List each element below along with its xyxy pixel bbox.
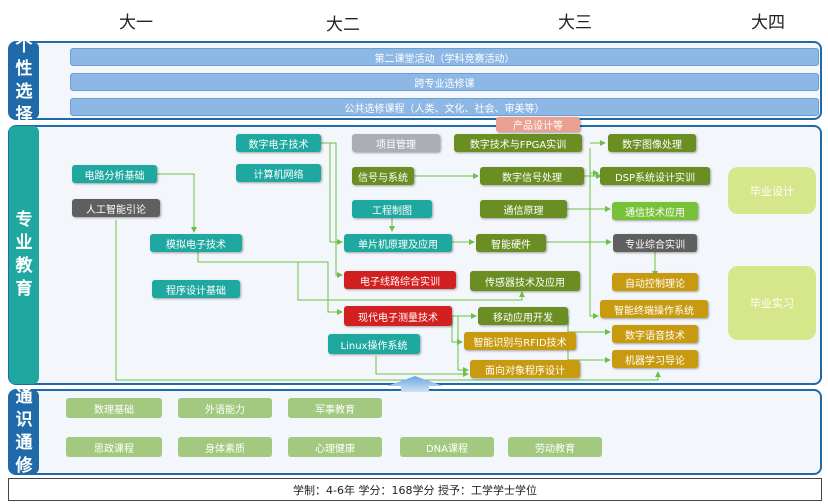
general-course-foreign-language: 外语能力: [178, 398, 272, 418]
personal-section-label: 个性选择: [9, 36, 39, 125]
course-analog-electronics: 模拟电子技术: [150, 234, 242, 252]
general-course-math: 数理基础: [66, 398, 162, 418]
course-automatic-control: 自动控制理论: [612, 273, 698, 291]
course-smart-hardware: 智能硬件: [476, 234, 546, 252]
course-dsp: 数字信号处理: [480, 167, 584, 185]
course-project-management: 项目管理: [352, 134, 440, 152]
course-modern-measurement: 现代电子测量技术: [344, 306, 452, 326]
general-section-label: 通识通修: [9, 387, 39, 476]
course-mobile-dev: 移动应用开发: [478, 307, 568, 325]
course-digital-electronics: 数字电子技术: [236, 134, 321, 152]
elective-bar-competition: 第二课堂活动（学科竞赛活动）: [70, 48, 819, 66]
course-smart-terminal-os: 智能终端操作系统: [600, 300, 708, 318]
graduation-internship: 毕业实习: [728, 266, 816, 340]
course-ai-intro: 人工智能引论: [72, 199, 160, 217]
year-2-label: 大二: [326, 15, 360, 35]
course-sensor-tech: 传感器技术及应用: [470, 271, 580, 291]
course-image-processing: 数字图像处理: [608, 134, 696, 152]
course-signals-systems: 信号与系统: [352, 167, 414, 185]
course-circuit-analysis: 电路分析基础: [72, 165, 157, 183]
general-course-political: 思政课程: [66, 437, 162, 457]
course-engineering-drawing: 工程制图: [352, 200, 432, 218]
year-1-label: 大一: [119, 13, 153, 33]
graduation-design: 毕业设计: [728, 167, 816, 214]
course-comm-tech-app: 通信技术应用: [612, 202, 698, 220]
year-4-label: 大四: [751, 13, 785, 33]
general-course-physical: 身体素质: [178, 437, 272, 457]
elective-bar-cross-major: 跨专业选修课: [70, 73, 819, 91]
course-mcu-principles: 单片机原理及应用: [344, 234, 452, 252]
course-comm-principles: 通信原理: [480, 200, 567, 218]
elective-bar-public: 公共选修课程（人类、文化、社会、审美等）: [70, 98, 819, 116]
general-course-military: 军事教育: [288, 398, 382, 418]
program-info-footer: 学制：4-6年 学分：168学分 授予：工学学士学位: [8, 478, 822, 501]
course-machine-learning: 机器学习导论: [612, 350, 698, 368]
year-3-label: 大三: [558, 13, 592, 33]
general-course-mental: 心理健康: [288, 437, 382, 457]
course-electronic-circuit-training: 电子线路综合实训: [344, 271, 456, 289]
course-linux-os: Linux操作系统: [328, 334, 420, 354]
course-computer-network: 计算机网络: [236, 164, 321, 182]
course-rfid: 智能识别与RFID技术: [464, 332, 576, 350]
general-course-dna: DNA课程: [400, 437, 494, 457]
course-dsp-system-training: DSP系统设计实训: [600, 167, 710, 185]
course-oop: 面向对象程序设计: [470, 360, 580, 378]
course-digital-speech: 数字语音技术: [612, 325, 698, 343]
upward-arrow: [387, 376, 443, 392]
course-fpga-training: 数字技术与FPGA实训: [454, 134, 582, 152]
course-programming-basics: 程序设计基础: [152, 280, 240, 298]
professional-section-label: 专业教育: [9, 126, 39, 384]
course-product-design: 产品设计等: [496, 117, 580, 132]
general-course-labor: 劳动教育: [508, 437, 602, 457]
course-professional-training: 专业综合实训: [613, 234, 697, 252]
